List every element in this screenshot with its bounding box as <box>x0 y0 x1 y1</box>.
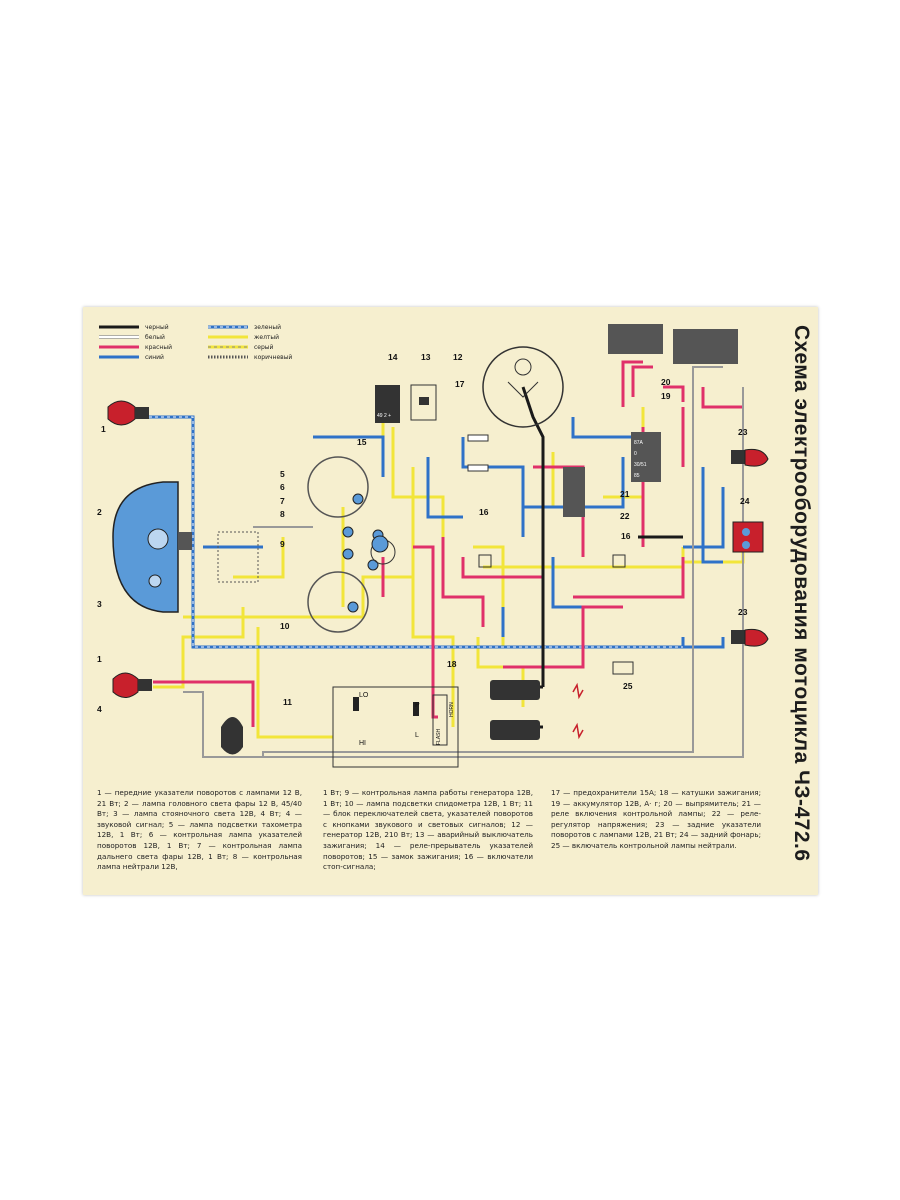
legend-item-black: черный <box>99 324 169 331</box>
switch-p-label: P <box>415 702 420 709</box>
legend-label: черный <box>145 324 169 331</box>
label-20: 20 <box>661 377 671 387</box>
label-12: 12 <box>453 352 463 362</box>
label-13: 13 <box>421 352 431 362</box>
legend-label: коричневый <box>254 354 292 361</box>
legend-item-blue: синий <box>99 354 164 361</box>
label-8: 8 <box>280 509 285 519</box>
label-11: 11 <box>283 697 292 707</box>
legend-item-gray: серый <box>208 344 274 351</box>
neutral-switch: 25 <box>612 661 634 691</box>
legend-item-white: белый <box>99 334 165 341</box>
label-2: 2 <box>97 507 102 517</box>
label-18: 18 <box>447 659 457 669</box>
caption-column-2: 1 Вт; 9 — контрольная лампа работы генер… <box>323 788 533 872</box>
legend-label: синий <box>145 354 164 361</box>
legend-label: серый <box>254 344 274 351</box>
relay21-terminal-3051: 30/51 <box>634 462 647 468</box>
legend-item-green: зеленый <box>208 324 281 331</box>
kill-switch: 13 <box>410 352 437 421</box>
legend-label: белый <box>145 334 165 341</box>
switch-l-label: L <box>415 732 419 739</box>
label-23: 23 <box>738 427 748 437</box>
label-7: 7 <box>280 496 285 506</box>
label-23b: 23 <box>738 607 748 617</box>
legend-item-yellow: желтый <box>208 334 279 341</box>
battery: 19 <box>661 329 738 401</box>
legend-item-brown: коричневый <box>208 354 292 361</box>
stop-switch-left: 16 <box>478 507 492 568</box>
label-22: 22 <box>620 511 630 521</box>
voltage-regulator: 22 <box>563 467 630 521</box>
label-14: 14 <box>388 352 398 362</box>
ignition-lock: 15 <box>357 437 389 553</box>
relay21-terminal-85: 85 <box>634 473 640 479</box>
diagram-title: Схема электрооборудования мотоцикла ЧЗ-4… <box>790 325 813 862</box>
generator: 12 <box>453 346 564 428</box>
front-turn-signal-top: 1 <box>101 400 149 434</box>
caption-column-1: 1 — передние указатели поворотов с лампа… <box>97 788 302 872</box>
label-6: 6 <box>280 482 285 492</box>
legend-label: зеленый <box>254 324 281 331</box>
diagram-poster: Схема электрооборудования мотоцикла ЧЗ-4… <box>83 307 818 895</box>
front-turn-signal-bottom: 1 <box>97 654 152 698</box>
label-16: 16 <box>479 507 489 517</box>
switch-horn-label: HORN <box>449 702 455 717</box>
rectifier: 20 <box>608 324 671 387</box>
legend-item-red: красный <box>99 344 172 351</box>
label-17: 17 <box>455 379 465 389</box>
handlebar-switch: LO HI P L FLASH HORN 11 <box>283 686 459 768</box>
fuses: 17 <box>455 379 489 472</box>
relay21-terminal-87a: 87A <box>634 440 644 446</box>
switch-hi-label: HI <box>359 740 366 747</box>
label-10: 10 <box>280 621 290 631</box>
label-9: 9 <box>280 539 285 549</box>
rear-turn-signal-bottom: 23 <box>731 607 769 647</box>
relay21-terminal-0: 0 <box>634 451 637 457</box>
horn: 4 <box>97 704 243 755</box>
ignition-coils: 18 <box>447 659 584 740</box>
relay14-terminals: 49 2 + <box>377 413 391 419</box>
indicator-relay: 87A 0 30/51 85 21 <box>620 432 661 499</box>
label-16b: 16 <box>621 531 631 541</box>
switch-flash-label: FLASH <box>436 728 442 745</box>
wiring-diagram: черный белый красный синий зеленый <box>97 324 769 768</box>
stop-switch-right: 16 <box>612 531 631 568</box>
label-25: 25 <box>623 681 633 691</box>
legend-label: красный <box>145 344 172 351</box>
label-19: 19 <box>661 391 671 401</box>
tail-lamp: 24 <box>732 496 764 553</box>
label-15: 15 <box>357 437 367 447</box>
caption-column-3: 17 — предохранители 15А; 18 — катушки за… <box>551 788 761 850</box>
rear-turn-signal-top: 23 <box>731 427 769 467</box>
label-1: 1 <box>101 424 106 434</box>
label-21: 21 <box>620 489 630 499</box>
label-24: 24 <box>740 496 750 506</box>
label-4: 4 <box>97 704 102 714</box>
legend: черный белый красный синий зеленый <box>99 324 292 361</box>
headlamp: 2 3 <box>97 481 192 613</box>
legend-label: желтый <box>254 334 279 341</box>
wires-red <box>153 360 743 727</box>
label-3: 3 <box>97 599 102 609</box>
wires-white <box>183 366 744 758</box>
label-1b: 1 <box>97 654 102 664</box>
turn-signal-relay: 49 2 + 14 <box>375 352 400 423</box>
label-5: 5 <box>280 469 285 479</box>
switch-lo-label: LO <box>359 692 369 699</box>
